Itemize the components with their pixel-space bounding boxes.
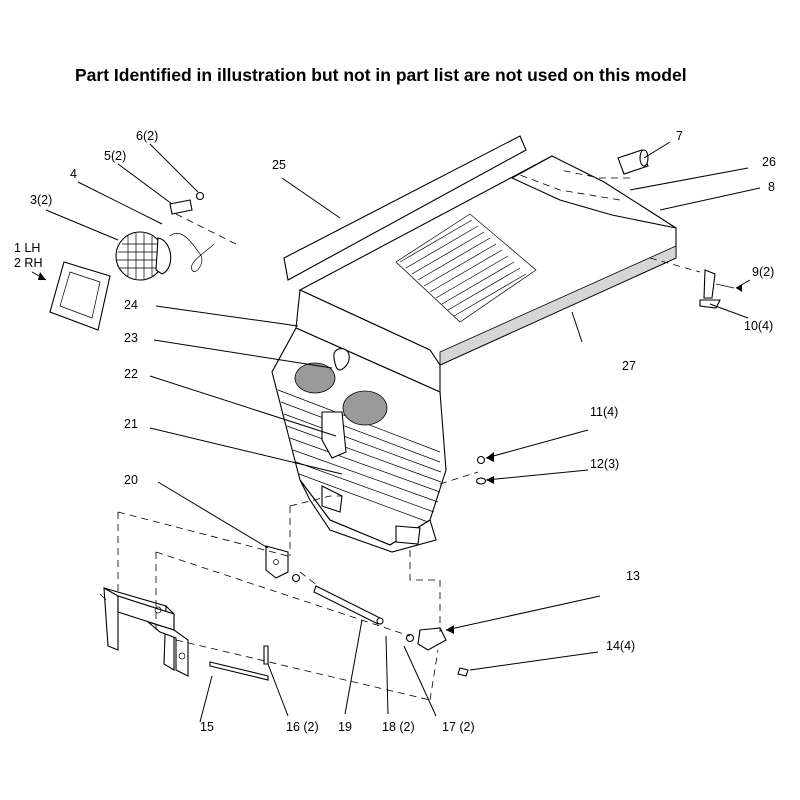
callout-11: 11(4)	[590, 405, 618, 419]
callout-14: 14(4)	[606, 639, 635, 653]
right-pivot-bracket	[417, 627, 447, 651]
callout-25: 25	[272, 158, 286, 172]
rod-guide-lines	[519, 169, 630, 201]
headlight-wiring	[169, 233, 215, 272]
washer-left	[291, 573, 301, 583]
hood-assembly	[271, 155, 677, 553]
side-trim-strip	[439, 245, 677, 366]
callout-23: 23	[124, 331, 138, 345]
callout-26: 26	[762, 155, 776, 169]
leader-arrows	[38, 272, 742, 634]
callout-10: 10(4)	[744, 319, 773, 333]
callout-labels: 1 LH 2 RH 3(2) 4 5(2) 6(2) 7 8 9(2) 10(4…	[14, 129, 776, 734]
callout-5: 5(2)	[104, 149, 126, 163]
callout-3: 3(2)	[30, 193, 52, 207]
callout-7: 7	[676, 129, 683, 143]
right-headlight-opening	[342, 390, 388, 426]
callout-13: 13	[626, 569, 640, 583]
hood-pivot-rod	[617, 149, 649, 175]
cotter-pin	[263, 645, 269, 665]
callout-6: 6(2)	[136, 129, 158, 143]
pivot-shaft	[313, 585, 381, 625]
grille-right-mount	[395, 525, 421, 545]
support-rod	[209, 661, 269, 681]
hood-emblem	[333, 348, 350, 371]
nut-11	[476, 455, 486, 465]
washer-12	[475, 477, 487, 485]
washer-right	[405, 633, 415, 643]
callout-4: 4	[70, 167, 77, 181]
left-pivot-bracket	[265, 545, 289, 579]
headlight-screw	[195, 191, 205, 201]
callout-27: 27	[622, 359, 636, 373]
callout-8: 8	[768, 180, 775, 194]
callout-leaders	[31, 141, 761, 723]
callout-21: 21	[124, 417, 138, 431]
hood-rear-flange	[510, 155, 677, 229]
hood-front-bezel	[295, 289, 441, 393]
callout-1: 1 LH	[14, 241, 40, 255]
callout-24: 24	[124, 298, 138, 312]
grille-left-mount	[321, 485, 343, 513]
hood-decal-strip	[283, 135, 527, 281]
callout-15: 15	[200, 720, 214, 734]
callout-17: 17 (2)	[442, 720, 475, 734]
callout-16: 16 (2)	[286, 720, 319, 734]
callout-12: 12(3)	[590, 457, 619, 471]
left-headlight-opening	[294, 362, 336, 394]
callout-2: 2 RH	[14, 256, 42, 270]
hinge-guide-line	[649, 257, 701, 273]
headlight-group	[49, 191, 241, 331]
callout-19: 19	[338, 720, 352, 734]
grille-lower-pan	[299, 479, 437, 553]
callout-9: 9(2)	[752, 265, 774, 279]
mounting-screw	[457, 667, 469, 677]
header-note: Part Identified in illustration but not …	[75, 65, 687, 85]
hood-vents	[395, 213, 537, 323]
headlight-bezel	[49, 261, 111, 331]
lower-mount-group	[99, 455, 487, 681]
hood-hinge-right	[699, 269, 735, 309]
callout-18: 18 (2)	[382, 720, 415, 734]
callout-20: 20	[124, 473, 138, 487]
callout-22: 22	[124, 367, 138, 381]
headlight-bracket	[169, 199, 193, 215]
